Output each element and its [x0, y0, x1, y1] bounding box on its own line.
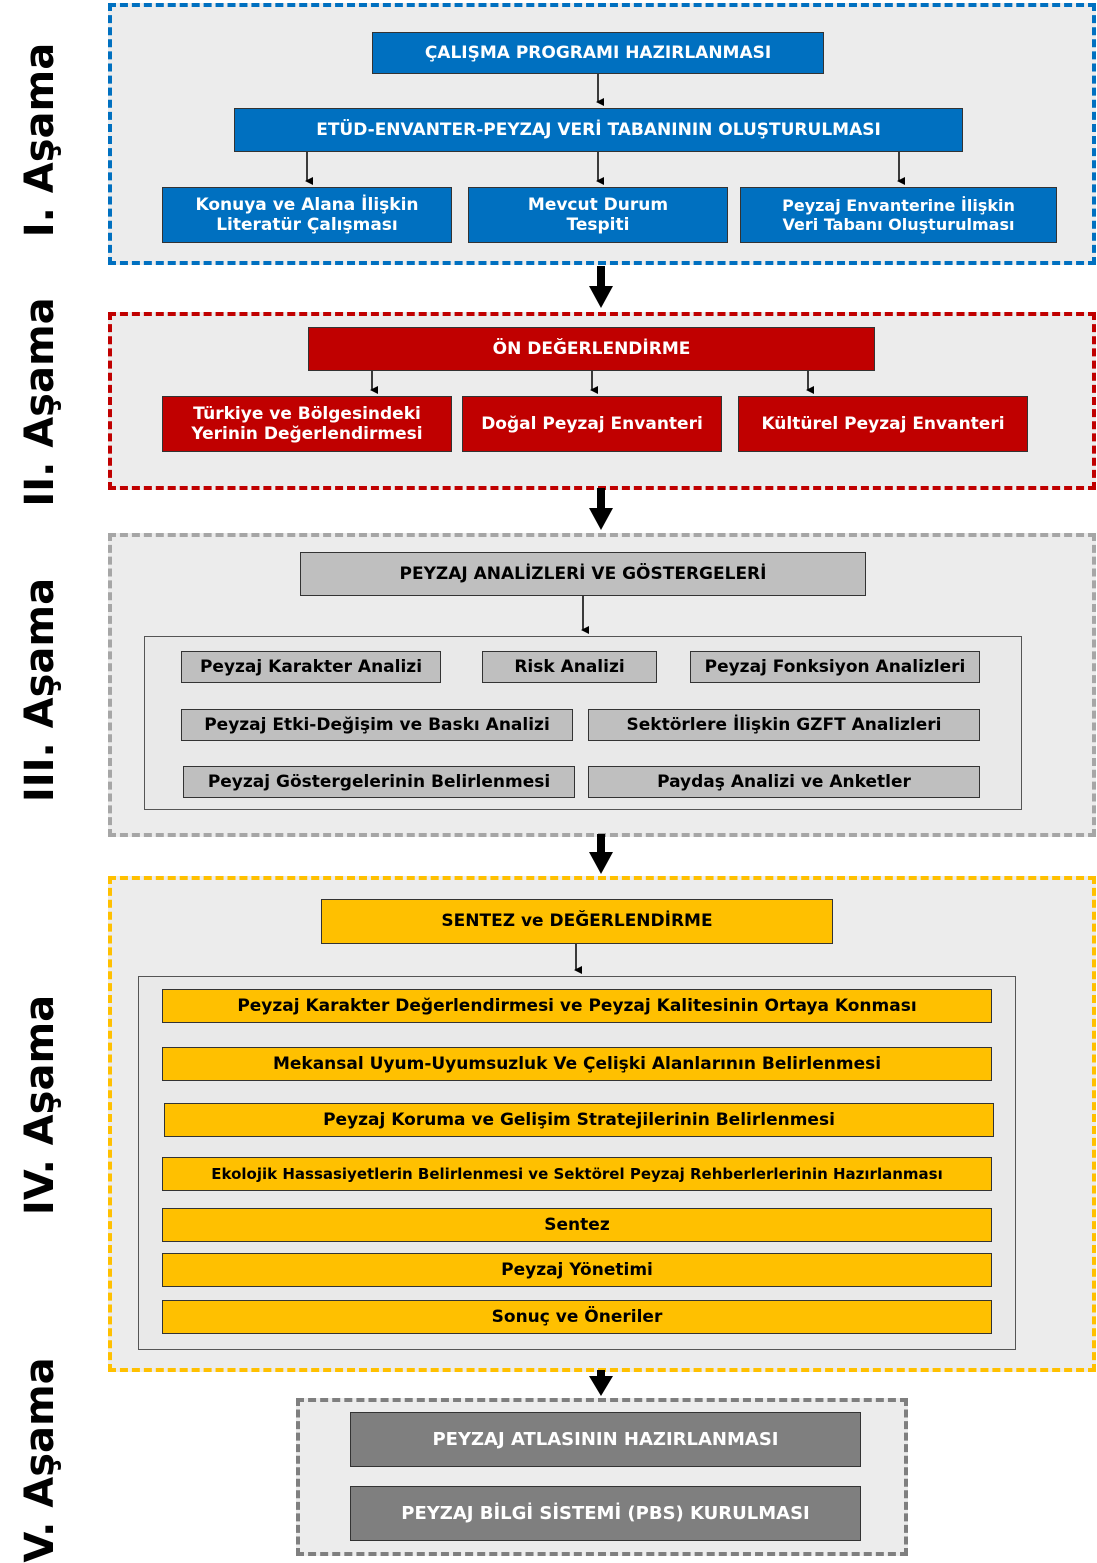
stage-4-item: Sonuç ve Öneriler — [162, 1300, 992, 1334]
stage-4-item: Mekansal Uyum-Uyumsuzluk Ve Çelişki Alan… — [162, 1047, 992, 1081]
stage-1-subheader: ETÜD-ENVANTER-PEYZAJ VERİ TABANININ OLUŞ… — [234, 108, 963, 152]
stage-2-item: Doğal Peyzaj Envanteri — [462, 396, 722, 452]
stage-1-item: Konuya ve Alana İlişkin Literatür Çalışm… — [162, 187, 452, 243]
stage-1-item: Peyzaj Envanterine İlişkin Veri Tabanı O… — [740, 187, 1057, 243]
stage-2-label: II. Aşama — [17, 297, 63, 507]
stage-1-header: ÇALIŞMA PROGRAMI HAZIRLANMASI — [372, 32, 824, 74]
stage-3-item: Peyzaj Karakter Analizi — [181, 651, 441, 683]
stage-3-item: Sektörlere İlişkin GZFT Analizleri — [588, 709, 980, 741]
stage-4-item: Peyzaj Karakter Değerlendirmesi ve Peyza… — [162, 989, 992, 1023]
stage-3-label: III. Aşama — [17, 577, 63, 803]
stage-5-label: V. Aşama — [17, 1357, 63, 1563]
stage-3-item: Peyzaj Göstergelerinin Belirlenmesi — [183, 766, 575, 798]
stage-1-label: I. Aşama — [17, 42, 63, 238]
stage-5-item: PEYZAJ ATLASININ HAZIRLANMASI — [350, 1412, 861, 1467]
stage-4-item: Peyzaj Yönetimi — [162, 1253, 992, 1287]
stage-4-item: Sentez — [162, 1208, 992, 1242]
stage-5-item: PEYZAJ BİLGİ SİSTEMİ (PBS) KURULMASI — [350, 1486, 861, 1541]
stage-3-item: Peyzaj Etki-Değişim ve Baskı Analizi — [181, 709, 573, 741]
stage-3-item: Risk Analizi — [482, 651, 657, 683]
stage-2-item: Kültürel Peyzaj Envanteri — [738, 396, 1028, 452]
stage-2-item: Türkiye ve Bölgesindeki Yerinin Değerlen… — [162, 396, 452, 452]
stage-2-header: ÖN DEĞERLENDİRME — [308, 327, 875, 371]
stage-4-header: SENTEZ ve DEĞERLENDİRME — [321, 899, 833, 944]
stage-4-item: Ekolojik Hassasiyetlerin Belirlenmesi ve… — [162, 1157, 992, 1191]
stage-4-item: Peyzaj Koruma ve Gelişim Stratejilerinin… — [164, 1103, 994, 1137]
stage-1-item: Mevcut Durum Tespiti — [468, 187, 728, 243]
stage-4-label: IV. Aşama — [17, 994, 63, 1216]
stage-3-item: Paydaş Analizi ve Anketler — [588, 766, 980, 798]
stage-3-item: Peyzaj Fonksiyon Analizleri — [690, 651, 980, 683]
stage-3-header: PEYZAJ ANALİZLERİ VE GÖSTERGELERİ — [300, 552, 866, 596]
